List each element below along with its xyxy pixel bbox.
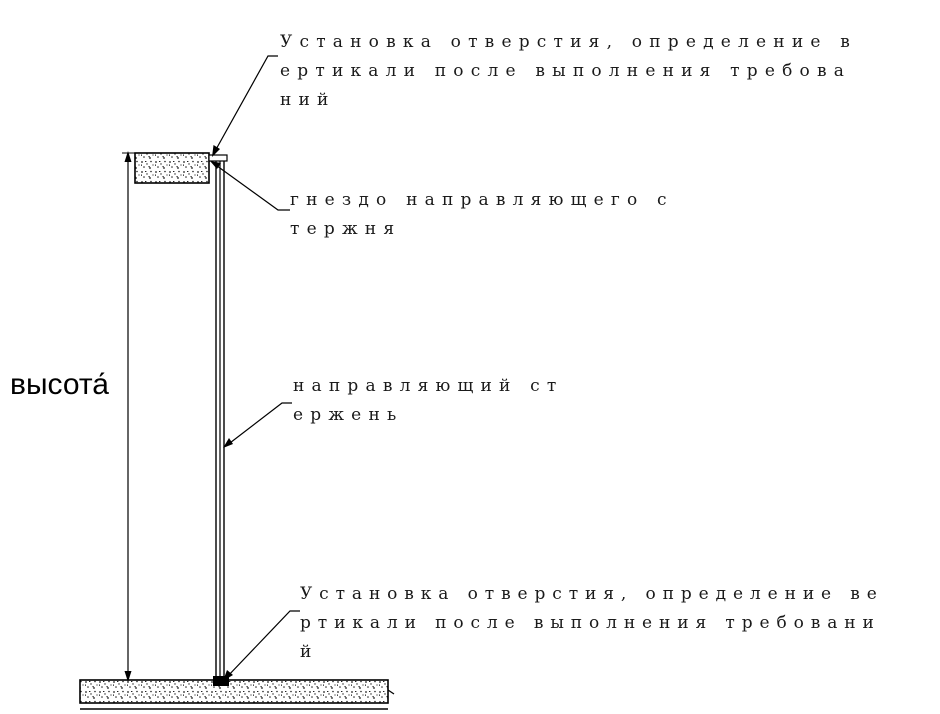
height-arrow-top — [124, 151, 132, 162]
callout-rod-socket-line-2: тержня — [290, 219, 402, 239]
slab-right-tick — [387, 689, 395, 695]
guide-rod — [215, 156, 225, 684]
callout-top-hole-line-3: ний — [280, 90, 336, 110]
height-label: высота́ — [10, 368, 109, 401]
bottom-concrete-slab — [79, 679, 389, 704]
leader-top-hole-arrow — [212, 145, 220, 157]
callout-top-hole: Установка отверстия, определение в ертик… — [280, 28, 857, 115]
callout-guide-rod: направляющий ст ержень — [293, 372, 564, 430]
leader-bottom-hole-arrow — [223, 670, 233, 681]
leader-guide-rod — [225, 402, 292, 447]
callout-guide-rod-line-1: направляющий ст — [293, 376, 564, 396]
leader-rod-socket — [212, 162, 290, 211]
leader-top-hole — [213, 55, 278, 154]
callout-rod-socket-line-1: гнездо направляющего с — [290, 190, 674, 210]
leader-bottom-hole — [225, 610, 300, 679]
callout-bottom-hole-line-2: ртикали после выполнения требовани — [300, 613, 881, 633]
height-arrow-bottom — [124, 671, 132, 682]
rod-socket — [208, 154, 228, 162]
callout-rod-socket: гнездо направляющего с тержня — [290, 186, 674, 244]
callout-bottom-hole: Установка отверстия, определение ве ртик… — [300, 580, 884, 667]
callout-bottom-hole-line-3: й — [300, 642, 319, 662]
callout-guide-rod-line-2: ержень — [293, 405, 404, 425]
callout-top-hole-line-2: ертикали после выполнения требова — [280, 61, 852, 81]
callout-bottom-hole-line-1: Установка отверстия, определение ве — [300, 584, 884, 604]
rod-base-anchor — [213, 676, 229, 686]
top-concrete-block — [134, 152, 210, 184]
leader-rod-socket-arrow — [210, 161, 221, 169]
callout-top-hole-line-1: Установка отверстия, определение в — [280, 32, 857, 52]
leader-guide-rod-arrow — [223, 438, 233, 448]
